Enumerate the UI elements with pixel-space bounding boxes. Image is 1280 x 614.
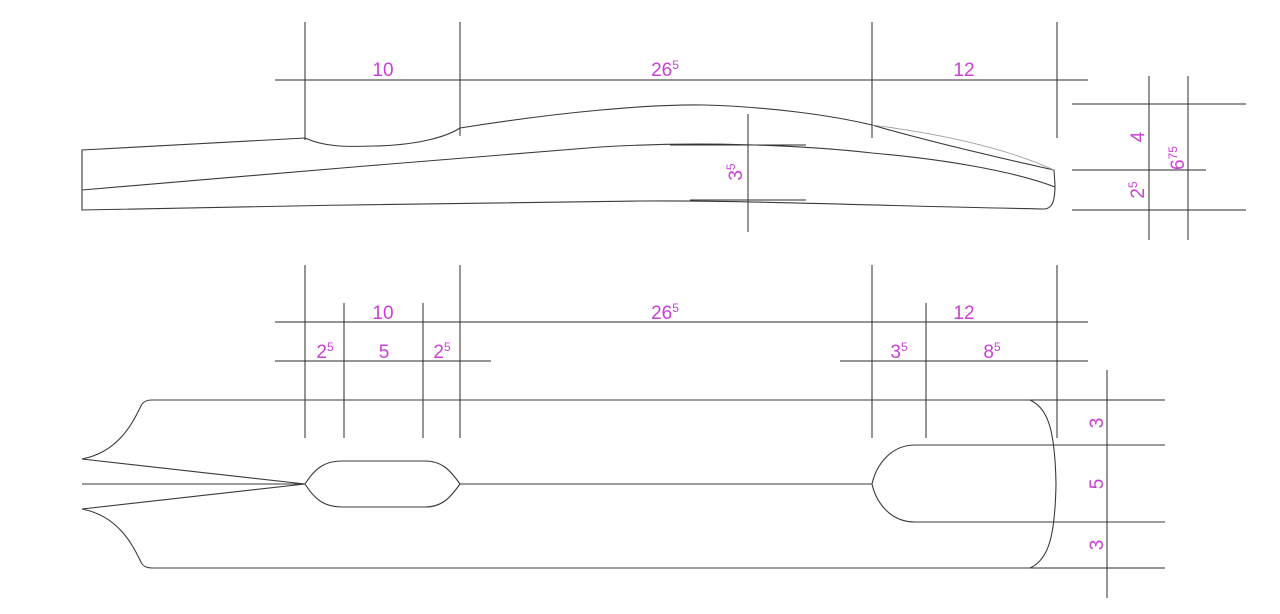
plan-view-extension-lines: [275, 265, 1088, 438]
dim-plan-26-5: 265: [651, 301, 679, 324]
dim-width-3-top: 3: [1087, 418, 1108, 429]
plan-view-width-lines: [1030, 370, 1165, 598]
dim-plan-2-5-right: 25: [433, 340, 451, 363]
dim-end-2-5: 25: [1126, 181, 1149, 199]
dim-side-26-5: 265: [651, 58, 679, 81]
dim-width-3-bottom: 3: [1087, 540, 1108, 551]
dim-plan-5: 5: [379, 342, 390, 363]
dim-plan-12: 12: [953, 303, 974, 324]
side-view-extension-lines: [275, 22, 1088, 232]
dim-width-5: 5: [1087, 479, 1108, 490]
dim-plan-8-5: 85: [983, 340, 1001, 363]
side-view-end-dimension-lines: [1072, 76, 1246, 240]
dim-side-thickness: 35: [724, 163, 747, 181]
side-view-outline: [81, 104, 1056, 211]
dim-end-6-75: 675: [1166, 146, 1189, 170]
side-view: 10 265 12 35 4 675 25: [81, 22, 1246, 240]
dim-side-10: 10: [372, 60, 393, 81]
dim-end-4: 4: [1128, 131, 1149, 142]
dim-plan-2-5-left: 25: [316, 340, 334, 363]
dim-plan-10: 10: [372, 303, 393, 324]
plan-view-outline: [81, 399, 1165, 569]
plan-view: 10 265 12 25 5 25 35 85 3 5 3: [81, 265, 1165, 598]
dim-plan-3-5: 35: [890, 340, 908, 363]
dim-side-12: 12: [953, 60, 974, 81]
